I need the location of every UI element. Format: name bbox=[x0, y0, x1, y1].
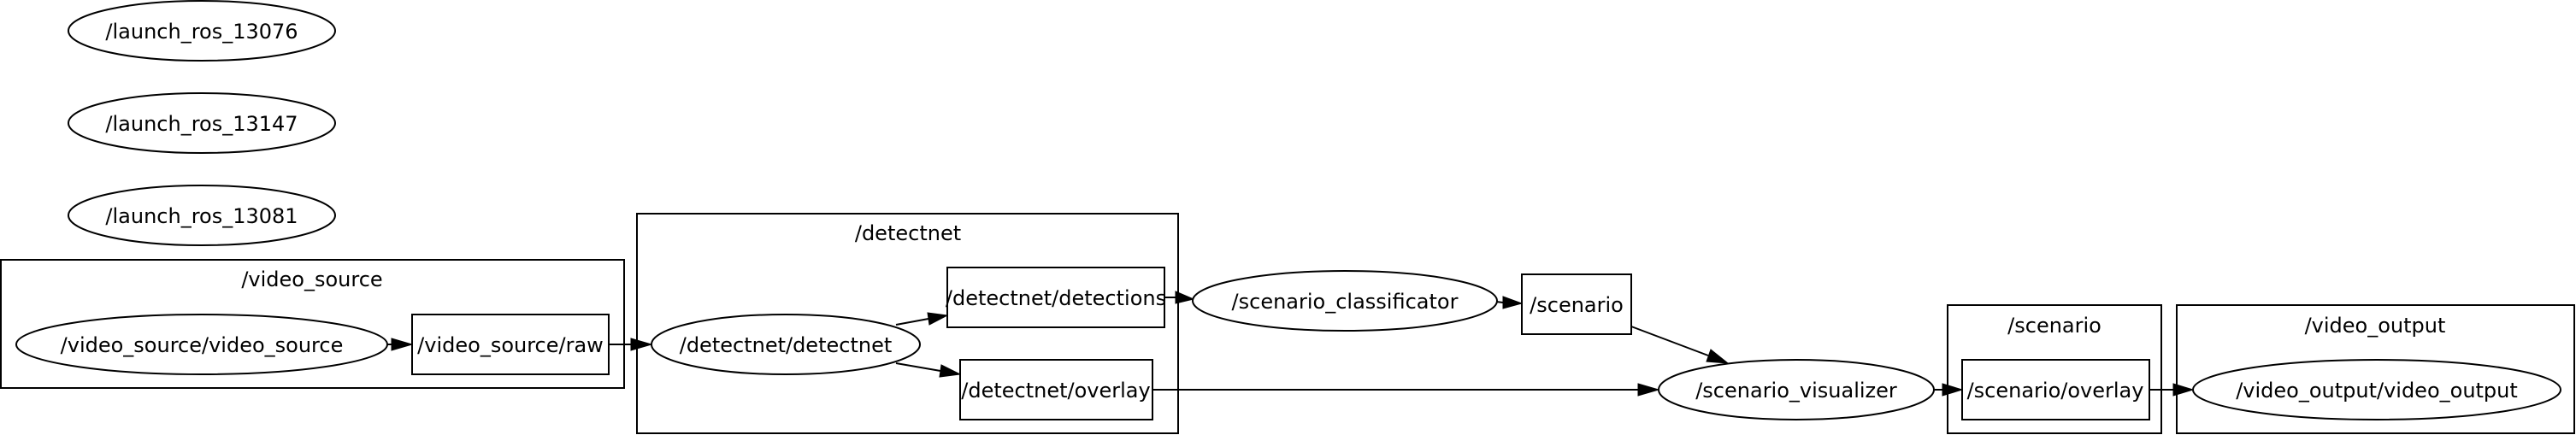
edge-detections-to-classificator bbox=[1164, 291, 1195, 304]
edge-overlay-to-visualizer bbox=[1152, 383, 1660, 397]
edge-raw-to-detectnet bbox=[609, 338, 653, 351]
topic-video-source-raw[interactable]: /video_source/raw bbox=[411, 314, 610, 375]
node-label: /launch_ros_13081 bbox=[105, 204, 298, 228]
node-label: /video_output/video_output bbox=[2236, 379, 2518, 403]
edge-classificator-to-scenario bbox=[1495, 296, 1524, 309]
node-label: /detectnet/detectnet bbox=[680, 333, 893, 357]
edge-detectnet-to-detections bbox=[895, 312, 949, 326]
cluster-video-output: /video_output bbox=[2176, 304, 2575, 434]
cluster-label-scenario: /scenario bbox=[2007, 314, 2101, 338]
topic-label: /video_source/raw bbox=[417, 333, 604, 357]
node-launch-ros-13081[interactable]: /launch_ros_13081 bbox=[68, 185, 336, 246]
cluster-label-video-source: /video_source bbox=[241, 267, 382, 291]
cluster-video-source: /video_source bbox=[0, 259, 625, 389]
node-launch-ros-13076[interactable]: /launch_ros_13076 bbox=[68, 0, 336, 62]
edge-detectnet-to-overlay bbox=[895, 362, 962, 378]
edge-video-source-to-raw bbox=[386, 338, 414, 351]
topic-label: /detectnet/overlay bbox=[961, 379, 1150, 403]
topic-label: /detectnet/detections bbox=[946, 286, 1166, 310]
topic-label: /scenario/overlay bbox=[1967, 379, 2144, 403]
edge-scenario-to-visualizer bbox=[1630, 326, 1730, 364]
topic-detectnet-detections[interactable]: /detectnet/detections bbox=[946, 267, 1166, 328]
cluster-detectnet: /detectnet bbox=[636, 213, 1179, 434]
node-label: /launch_ros_13147 bbox=[105, 112, 298, 136]
cluster-label-video-output: /video_output bbox=[2305, 314, 2446, 338]
node-scenario-visualizer[interactable]: /scenario_visualizer bbox=[1658, 359, 1935, 420]
edge-visualizer-to-scenario-overlay bbox=[1934, 383, 1964, 397]
topic-label: /scenario bbox=[1530, 293, 1624, 317]
node-launch-ros-13147[interactable]: /launch_ros_13147 bbox=[68, 92, 336, 154]
node-video-source-video-source[interactable]: /video_source/video_source bbox=[15, 314, 388, 375]
node-detectnet-detectnet[interactable]: /detectnet/detectnet bbox=[651, 314, 921, 375]
cluster-label-detectnet: /detectnet bbox=[855, 221, 961, 245]
node-scenario-classificator[interactable]: /scenario_classificator bbox=[1192, 270, 1498, 332]
node-video-output-video-output[interactable]: /video_output/video_output bbox=[2192, 359, 2561, 420]
node-label: /scenario_visualizer bbox=[1695, 379, 1897, 403]
node-label: /launch_ros_13076 bbox=[105, 20, 298, 44]
topic-scenario-overlay[interactable]: /scenario/overlay bbox=[1961, 359, 2150, 420]
topic-scenario[interactable]: /scenario bbox=[1521, 273, 1632, 335]
cluster-scenario: /scenario bbox=[1947, 304, 2162, 434]
edge-scenario-overlay-to-video-output bbox=[2149, 383, 2195, 397]
topic-detectnet-overlay[interactable]: /detectnet/overlay bbox=[959, 359, 1153, 420]
node-label: /scenario_classificator bbox=[1232, 290, 1459, 314]
node-label: /video_source/video_source bbox=[61, 333, 344, 357]
